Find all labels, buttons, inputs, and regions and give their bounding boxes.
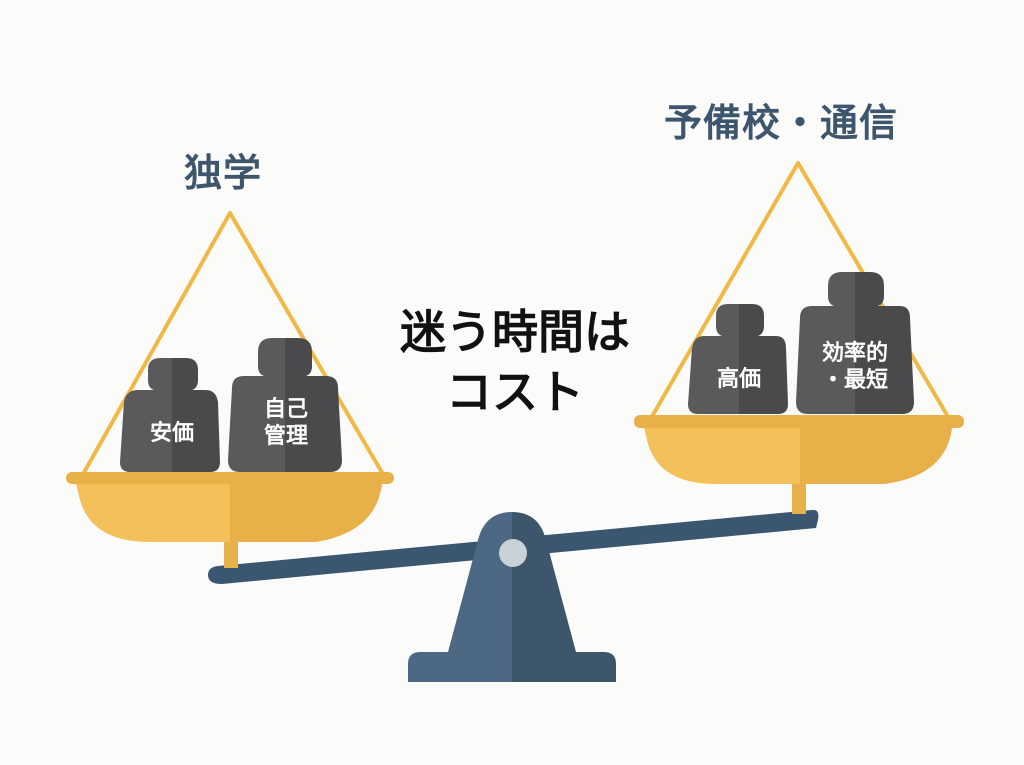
left-pan [66, 472, 394, 542]
left-pan-post [224, 536, 238, 568]
weight-label-self-management: 自己 管理 [232, 396, 340, 450]
right-weight-efficient [796, 272, 914, 414]
pivot-circle [499, 539, 527, 567]
scale-stand [408, 512, 616, 682]
right-pan [634, 415, 964, 484]
right-title-prep-school: 予備校・通信 [664, 101, 899, 145]
weight-label-line: 自己 [263, 397, 308, 422]
weight-label-cheap: 安価 [149, 421, 194, 446]
weight-label-line: ・最短 [821, 368, 888, 393]
weight-label-expensive: 高価 [716, 367, 761, 392]
center-message-line2: コスト [446, 365, 584, 419]
right-pan-post [792, 480, 806, 514]
center-message-line1: 迷う時間は [400, 305, 630, 359]
weight-label-efficient: 効率的 ・最短 [798, 340, 912, 394]
center-message: 迷う時間は コスト [372, 302, 658, 422]
right-weight-expensive [688, 304, 788, 414]
left-weight-cheap [120, 358, 220, 472]
weight-label-line: 効率的 [821, 341, 888, 366]
left-weight-self-management [228, 338, 342, 472]
weight-label-line: 管理 [263, 424, 308, 449]
left-title-self-study: 独学 [184, 151, 263, 195]
